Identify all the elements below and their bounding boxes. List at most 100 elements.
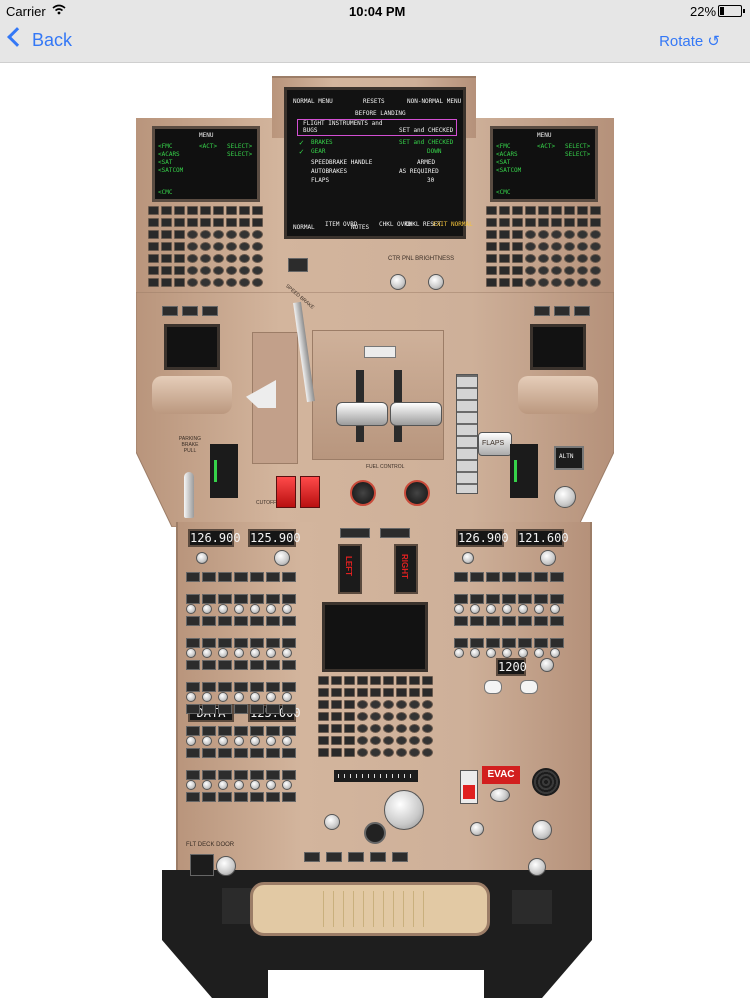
left-audio-button[interactable] [234, 660, 248, 670]
left-audio-button[interactable] [218, 616, 232, 626]
right-audio-volume-knob[interactable] [486, 648, 496, 658]
left-cdu-line-6[interactable]: <CMC [158, 189, 173, 196]
right-cdu-key[interactable] [512, 278, 523, 287]
right-audio-volume-knob[interactable] [518, 604, 528, 614]
left-audio-volume-knob[interactable] [186, 604, 196, 614]
left-cdu-key[interactable] [148, 230, 159, 239]
right-cdu-line-6[interactable]: <CMC [496, 189, 511, 196]
left-audio-button[interactable] [186, 572, 200, 582]
left-cdu-key[interactable] [174, 230, 185, 239]
center-cdu-key[interactable] [370, 676, 381, 685]
left-cdu-key[interactable] [187, 266, 198, 275]
center-cdu-key[interactable] [331, 724, 342, 733]
cockpit-voice-knob[interactable] [532, 820, 552, 840]
left-row-button-1[interactable] [162, 306, 178, 316]
right-cdu-key[interactable] [499, 242, 510, 251]
checklist-binder[interactable] [250, 882, 490, 936]
left-cdu-key[interactable] [226, 218, 237, 227]
left-cdu-key[interactable] [252, 218, 263, 227]
fuel-switch-guard-left[interactable] [350, 480, 376, 506]
right-audio-button[interactable] [518, 616, 532, 626]
center-cdu-key[interactable] [318, 688, 329, 697]
center-cdu-key[interactable] [383, 724, 394, 733]
left-cdu-key[interactable] [213, 254, 224, 263]
left-audio-button[interactable] [202, 748, 216, 758]
flap-lever[interactable] [478, 432, 512, 456]
right-audio-button[interactable] [534, 594, 548, 604]
left-cdu-key[interactable] [239, 266, 250, 275]
right-audio-button[interactable] [486, 616, 500, 626]
center-cdu-key[interactable] [396, 688, 407, 697]
left-cdu-key[interactable] [239, 230, 250, 239]
right-cdu-line-4[interactable]: <SATCOM [496, 167, 522, 174]
center-cdu-key[interactable] [409, 676, 420, 685]
checklist-item-3[interactable]: GEAR [311, 148, 326, 155]
left-cdu-key[interactable] [148, 254, 159, 263]
left-audio-button[interactable] [202, 770, 216, 780]
left-audio-volume-knob[interactable] [186, 736, 196, 746]
right-cdu-key[interactable] [590, 266, 601, 275]
checklist-tab-resets[interactable]: RESETS [363, 98, 385, 105]
left-cdu-key[interactable] [148, 206, 159, 215]
center-cdu-key[interactable] [331, 712, 342, 721]
right-audio-button[interactable] [470, 594, 484, 604]
right-audio-button[interactable] [486, 594, 500, 604]
left-audio-button[interactable] [282, 594, 296, 604]
left-audio-button[interactable] [202, 572, 216, 582]
left-cdu-key[interactable] [252, 266, 263, 275]
center-cdu-key[interactable] [318, 736, 329, 745]
left-audio-volume-knob[interactable] [250, 648, 260, 658]
right-cdu-key[interactable] [499, 206, 510, 215]
right-radio-tune-knob[interactable] [540, 550, 556, 566]
center-cdu-key[interactable] [331, 676, 342, 685]
left-audio-button[interactable] [218, 792, 232, 802]
left-cdu-line-4[interactable]: <SATCOM [158, 167, 184, 174]
left-audio-button[interactable] [218, 682, 232, 692]
right-cdu-key[interactable] [538, 278, 549, 287]
left-audio-button[interactable] [234, 748, 248, 758]
center-cdu-key[interactable] [422, 688, 433, 697]
right-cdu-key[interactable] [499, 266, 510, 275]
evac-guard[interactable] [460, 770, 478, 804]
left-cdu-key[interactable] [239, 242, 250, 251]
left-cdu-key[interactable] [148, 278, 159, 287]
right-audio-volume-knob[interactable] [486, 604, 496, 614]
left-radio-transfer-knob[interactable] [196, 552, 208, 564]
checklist-btn-exit[interactable]: EXIT NORMAL [433, 221, 473, 228]
left-audio-button[interactable] [234, 726, 248, 736]
right-cdu-key[interactable] [486, 278, 497, 287]
center-cdu-key[interactable] [370, 724, 381, 733]
center-cdu-key[interactable] [344, 748, 355, 757]
left-audio-button[interactable] [186, 682, 200, 692]
center-cdu-key[interactable] [344, 688, 355, 697]
right-audio-volume-knob[interactable] [534, 648, 544, 658]
right-cdu-key[interactable] [564, 266, 575, 275]
center-cdu-key[interactable] [331, 748, 342, 757]
left-cdu-key[interactable] [239, 254, 250, 263]
right-audio-volume-knob[interactable] [470, 604, 480, 614]
right-cdu-key[interactable] [551, 230, 562, 239]
left-row-button-3[interactable] [202, 306, 218, 316]
left-cdu-key[interactable] [200, 230, 211, 239]
left-audio-volume-knob[interactable] [218, 736, 228, 746]
altn-switch[interactable] [288, 258, 308, 272]
right-cdu-key[interactable] [512, 230, 523, 239]
right-audio-volume-knob[interactable] [454, 604, 464, 614]
left-audio-button[interactable] [266, 704, 280, 714]
center-cdu-key[interactable] [409, 712, 420, 721]
right-cdu-key[interactable] [525, 206, 536, 215]
center-cdu-key[interactable] [357, 700, 368, 709]
left-audio-button[interactable] [282, 704, 296, 714]
right-cdu-line-1[interactable]: <FMC [496, 143, 511, 150]
flt-deck-door-knob[interactable] [216, 856, 236, 876]
center-cdu-key[interactable] [331, 688, 342, 697]
right-cdu-key[interactable] [525, 254, 536, 263]
right-audio-volume-knob[interactable] [534, 604, 544, 614]
center-cdu-key[interactable] [396, 712, 407, 721]
right-audio-button[interactable] [534, 572, 548, 582]
right-audio-button[interactable] [486, 572, 500, 582]
right-cdu-key[interactable] [590, 230, 601, 239]
center-cdu-key[interactable] [370, 700, 381, 709]
center-cdu-key[interactable] [396, 676, 407, 685]
center-cdu-key[interactable] [331, 736, 342, 745]
